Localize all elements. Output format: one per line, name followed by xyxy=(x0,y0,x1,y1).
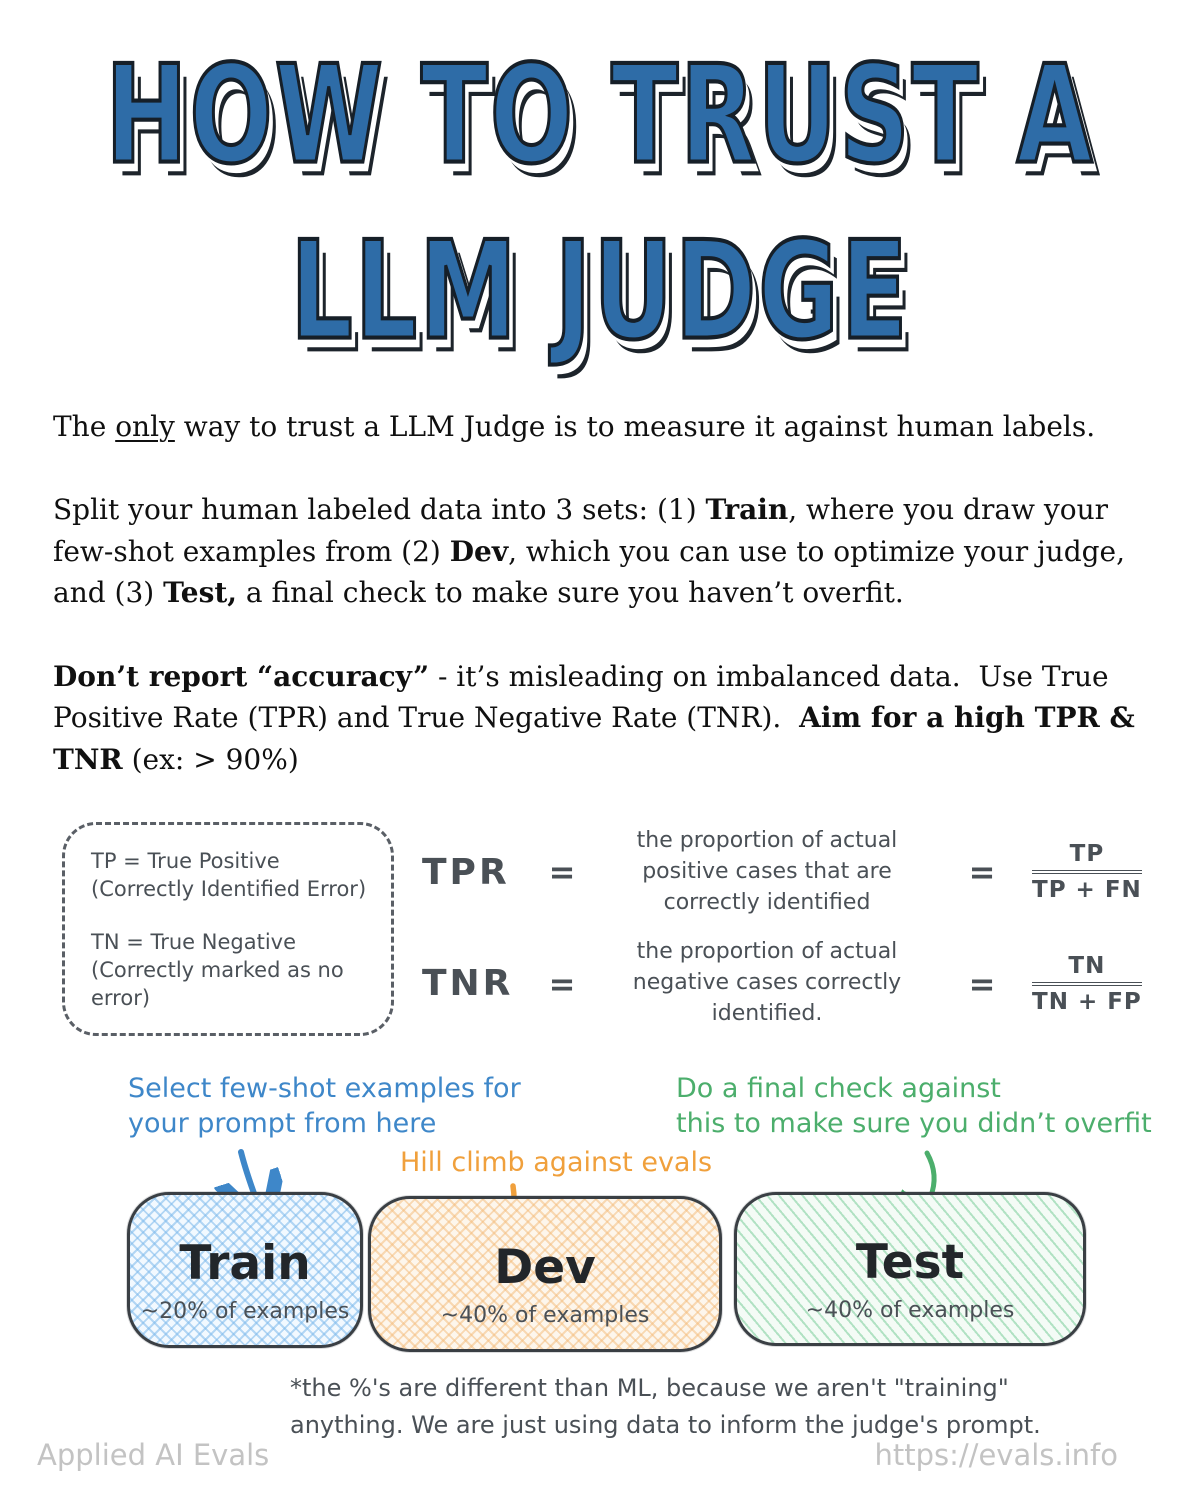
definitions-box: TP = True Positive (Correctly Identified… xyxy=(62,822,394,1036)
percentages-footnote: *the %'s are different than ML, because … xyxy=(290,1374,1041,1440)
train-box: Train ~20% of examples xyxy=(127,1192,363,1348)
dev-box: Dev ~40% of examples xyxy=(368,1196,722,1352)
footer-url: https://evals.info xyxy=(874,1438,1119,1472)
accuracy-paragraph: Don’t report “accuracy” - it’s misleadin… xyxy=(53,656,1161,780)
split-bold-dev: Dev xyxy=(449,534,509,568)
metrics-section: TP = True Positive (Correctly Identified… xyxy=(62,822,1200,1036)
train-annotation: Select few-shot examples for your prompt… xyxy=(128,1073,521,1139)
dev-box-title: Dev xyxy=(494,1240,596,1295)
dev-annotation: Hill climb against evals xyxy=(400,1147,713,1178)
intro-pre: The xyxy=(53,410,116,443)
tnr-label: TNR xyxy=(422,963,514,1005)
train-box-title: Train xyxy=(179,1236,311,1291)
test-box-title: Test xyxy=(855,1235,965,1290)
tn-definition: TN = True Negative (Correctly marked as … xyxy=(91,929,344,1011)
poster-title: HOW TO TRUST A LLM JUDGE xyxy=(0,0,1200,380)
accuracy-bold-lead: Don’t report “accuracy” xyxy=(53,659,430,693)
split-bold-test: Test, xyxy=(163,576,238,610)
intro-underlined-word: only xyxy=(115,410,175,443)
tpr-equation-row: TPR = the proportion of actual positive … xyxy=(394,826,1142,918)
tnr-fraction-numerator: TN xyxy=(1032,953,1142,986)
split-s1: Split your human labeled data into 3 set… xyxy=(53,493,706,527)
accuracy-bold-aim: Aim for a high TPR & TNR xyxy=(53,701,1145,776)
tnr-fraction: TN TN + FP xyxy=(1032,953,1142,1015)
train-box-share: ~20% of examples xyxy=(140,1299,350,1324)
intro-paragraph: The only way to trust a LLM Judge is to … xyxy=(53,406,1161,447)
title-line-1: HOW TO TRUST A xyxy=(104,35,1095,196)
tnr-description: the proportion of actual negative cases … xyxy=(632,939,902,1026)
test-box: Test ~40% of examples xyxy=(734,1192,1086,1346)
split-paragraph: Split your human labeled data into 3 set… xyxy=(53,489,1161,613)
title-line-2: LLM JUDGE xyxy=(289,211,910,372)
tpr-fraction-numerator: TP xyxy=(1032,841,1142,875)
tp-definition: TP = True Positive (Correctly Identified… xyxy=(91,849,367,902)
tnr-fraction-denominator: TN + FP xyxy=(1032,988,1142,1015)
accuracy-s2: (ex: > 90%) xyxy=(122,742,299,776)
split-diagram: Select few-shot examples for your prompt… xyxy=(0,1040,1200,1500)
footer-brand: Applied AI Evals xyxy=(37,1438,270,1472)
tnr-equals-2: = xyxy=(968,964,996,1003)
split-s3: , which you can use to optimize your jud… xyxy=(53,534,1134,610)
tpr-fraction-denominator: TP + FN xyxy=(1032,877,1142,904)
tpr-description: the proportion of actual positive cases … xyxy=(636,828,898,915)
tpr-equals-2: = xyxy=(968,853,996,892)
tpr-label: TPR xyxy=(422,851,510,893)
test-annotation: Do a final check against this to make su… xyxy=(676,1073,1152,1139)
tnr-equation-row: TNR = the proportion of actual negative … xyxy=(394,937,1142,1029)
accuracy-s1: - it’s misleading on imbalanced data. Us… xyxy=(53,659,1118,735)
tpr-fraction: TP TP + FN xyxy=(1032,841,1142,903)
tpr-equals: = xyxy=(548,853,576,892)
equations-column: TPR = the proportion of actual positive … xyxy=(394,822,1142,1036)
split-s2: , where you draw your few-shot examples … xyxy=(53,493,1117,568)
dev-box-share: ~40% of examples xyxy=(440,1303,650,1328)
tnr-equals: = xyxy=(548,964,576,1003)
test-box-share: ~40% of examples xyxy=(805,1298,1015,1323)
split-bold-train: Train xyxy=(705,493,789,527)
intro-post: way to trust a LLM Judge is to measure i… xyxy=(174,410,1096,443)
body-copy: The only way to trust a LLM Judge is to … xyxy=(53,406,1161,780)
split-s4: a final check to make sure you haven’t o… xyxy=(237,576,904,610)
